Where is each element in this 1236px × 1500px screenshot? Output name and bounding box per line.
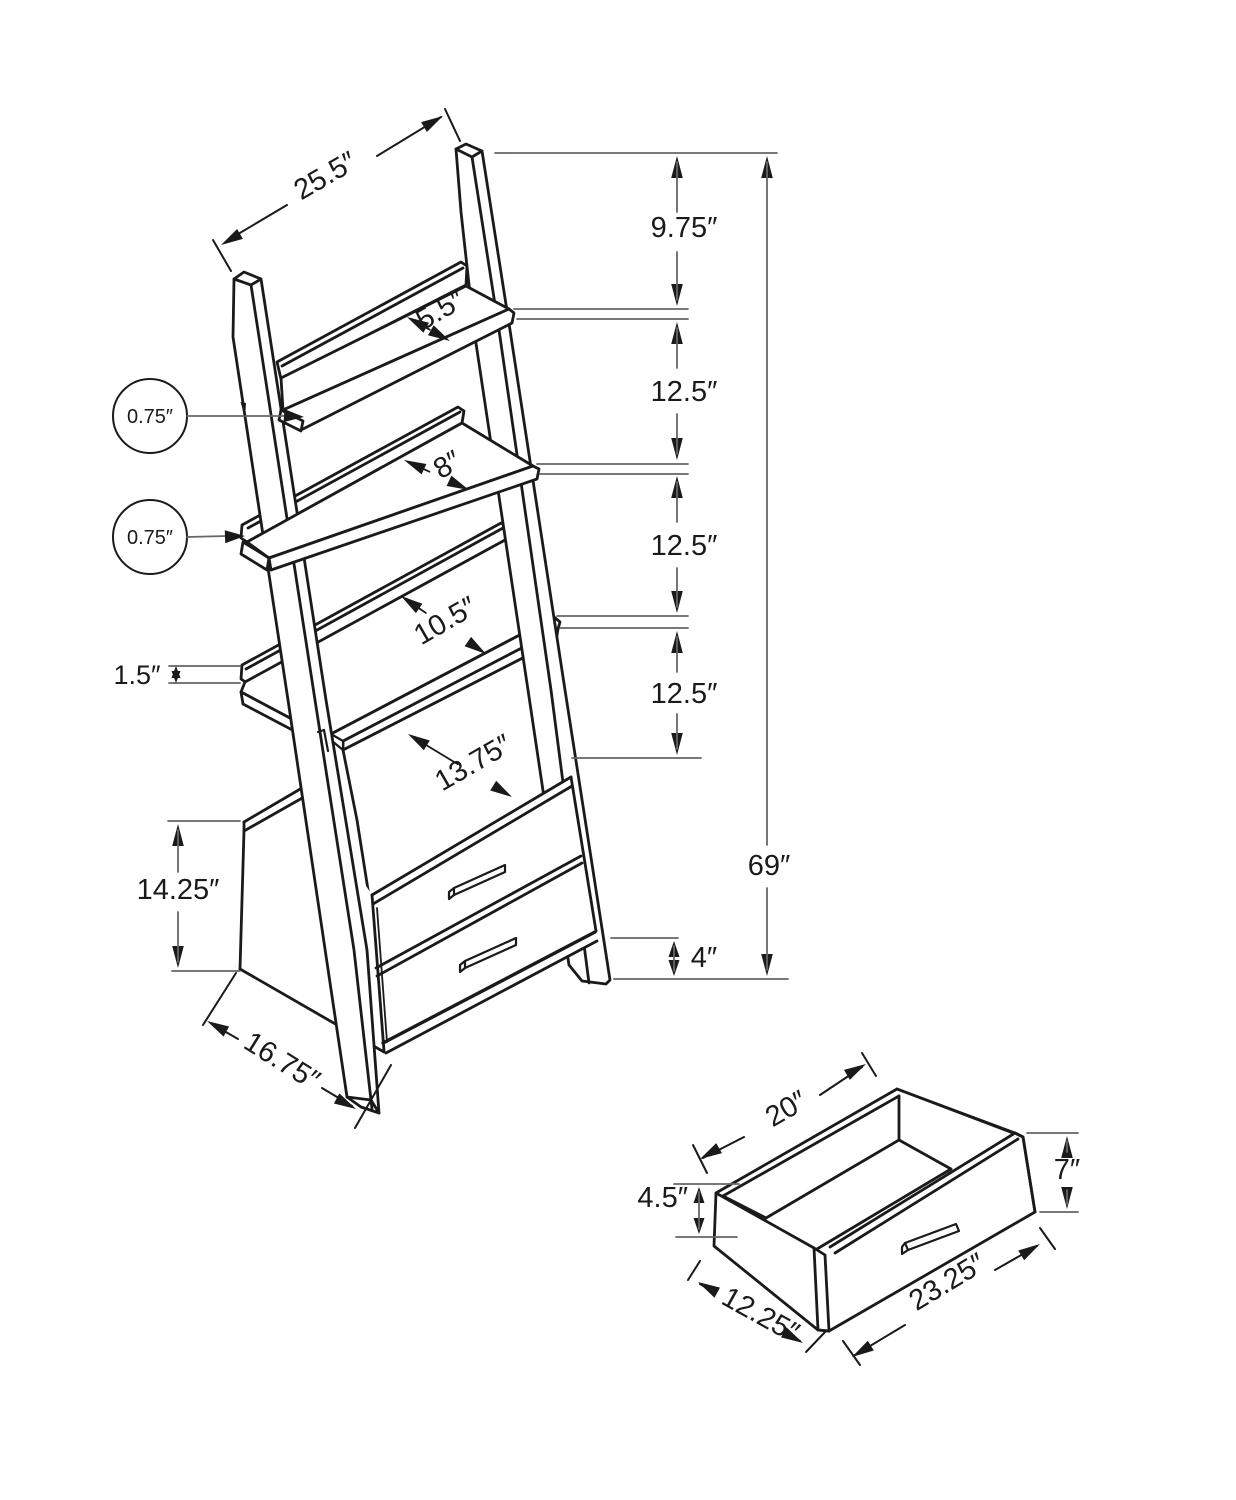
svg-text:0.75″: 0.75″ [127,406,173,428]
svg-text:12.5″: 12.5″ [651,530,718,562]
svg-text:12.5″: 12.5″ [651,376,718,408]
svg-text:12.5″: 12.5″ [651,678,718,710]
svg-text:69″: 69″ [748,850,791,882]
svg-text:14.25″: 14.25″ [137,874,220,906]
svg-text:4.5″: 4.5″ [637,1182,688,1214]
svg-text:1.5″: 1.5″ [113,660,161,690]
svg-text:7″: 7″ [1054,1154,1080,1186]
svg-text:4″: 4″ [691,942,717,974]
svg-text:0.75″: 0.75″ [127,527,173,549]
svg-text:9.75″: 9.75″ [651,212,718,244]
